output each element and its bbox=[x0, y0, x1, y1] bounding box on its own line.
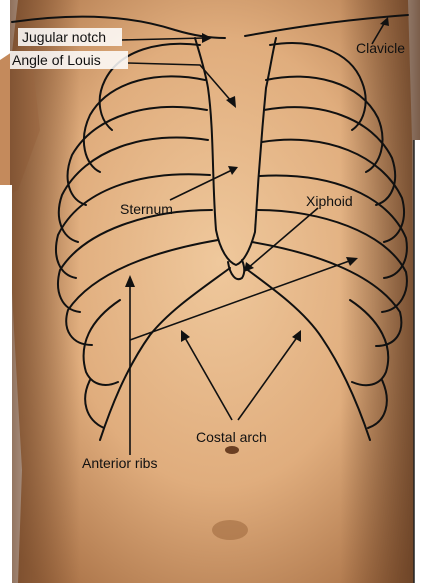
label-jugular-notch: Jugular notch bbox=[22, 29, 106, 45]
label-anterior-ribs: Anterior ribs bbox=[82, 455, 157, 471]
lower-shadow bbox=[212, 520, 248, 540]
label-costal-arch: Costal arch bbox=[196, 429, 267, 445]
label-clavicle: Clavicle bbox=[356, 40, 405, 56]
navel bbox=[225, 446, 239, 454]
left-shade bbox=[10, 0, 80, 583]
right-edge-strip bbox=[414, 140, 421, 583]
label-xiphoid: Xiphoid bbox=[306, 193, 353, 209]
label-angle-of-louis: Angle of Louis bbox=[12, 52, 101, 68]
label-sternum: Sternum bbox=[120, 201, 173, 217]
right-shade bbox=[340, 0, 420, 583]
left-white-strip bbox=[0, 185, 12, 583]
